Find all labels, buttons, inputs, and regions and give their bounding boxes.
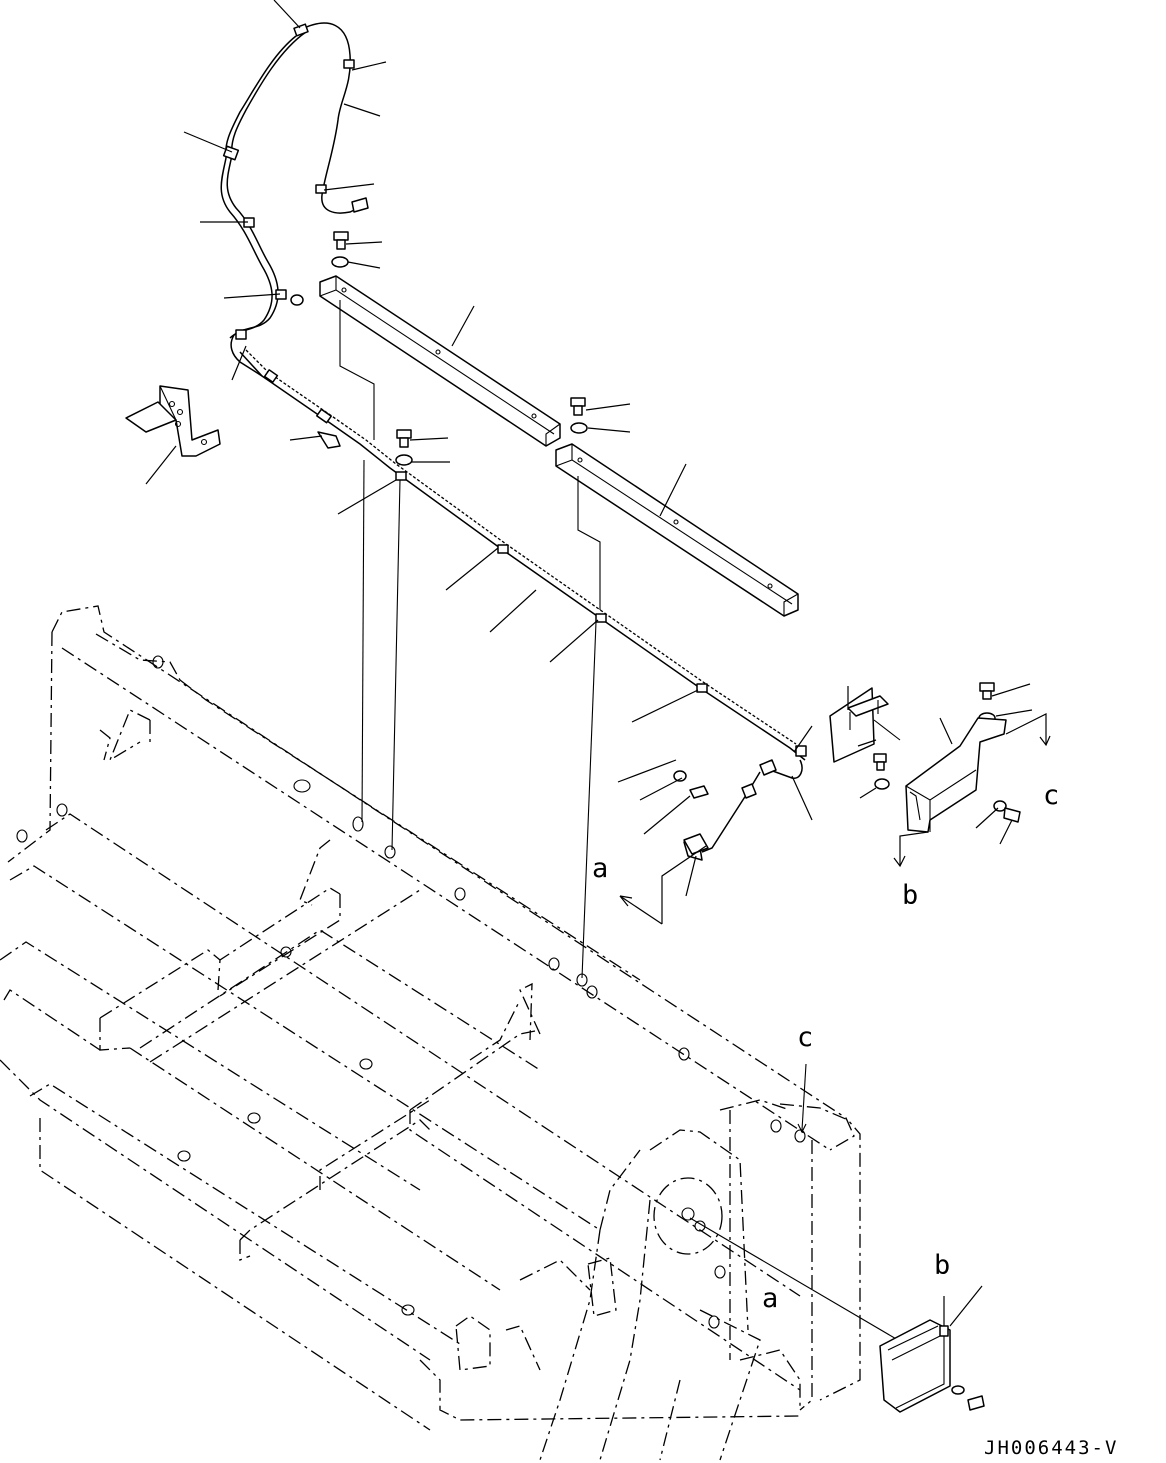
bolt-1 bbox=[333, 231, 349, 250]
wiring-harness-lower bbox=[239, 349, 807, 861]
bolt-2 bbox=[570, 397, 586, 416]
label-c-lower: c bbox=[797, 1022, 813, 1053]
alignment-lines bbox=[361, 459, 899, 1341]
washer-1 bbox=[331, 256, 349, 268]
sensor-bracket-right bbox=[829, 687, 1051, 868]
label-a-upper: a bbox=[592, 853, 608, 884]
label-a-lower: a bbox=[762, 1283, 778, 1314]
label-b-upper: b bbox=[902, 880, 918, 911]
wiring-harness-upper bbox=[220, 22, 369, 377]
label-c-upper: c bbox=[1043, 780, 1059, 811]
bolt-5 bbox=[873, 753, 887, 771]
washer-5 bbox=[874, 778, 890, 790]
bolt-3 bbox=[396, 429, 412, 448]
cover-beam-2 bbox=[555, 443, 799, 617]
bolt-4 bbox=[979, 682, 995, 700]
drawing-code: JH006443-V bbox=[984, 1437, 1118, 1459]
track-frame-phantom bbox=[0, 605, 861, 1461]
sensor-cover bbox=[879, 1319, 951, 1413]
view-labels: a a b b c c bbox=[592, 780, 1059, 1314]
label-b-lower: b bbox=[934, 1250, 950, 1281]
mounting-bracket-left bbox=[125, 385, 221, 457]
washer-3 bbox=[395, 454, 413, 466]
view-arrow-a bbox=[619, 845, 707, 925]
cover-beam-1 bbox=[319, 275, 561, 447]
fasteners bbox=[331, 231, 1021, 1411]
washer-2 bbox=[570, 422, 588, 434]
callout-leaders bbox=[145, 0, 1033, 1327]
frame-bosses bbox=[16, 655, 806, 1329]
bolt-6 bbox=[683, 785, 709, 855]
